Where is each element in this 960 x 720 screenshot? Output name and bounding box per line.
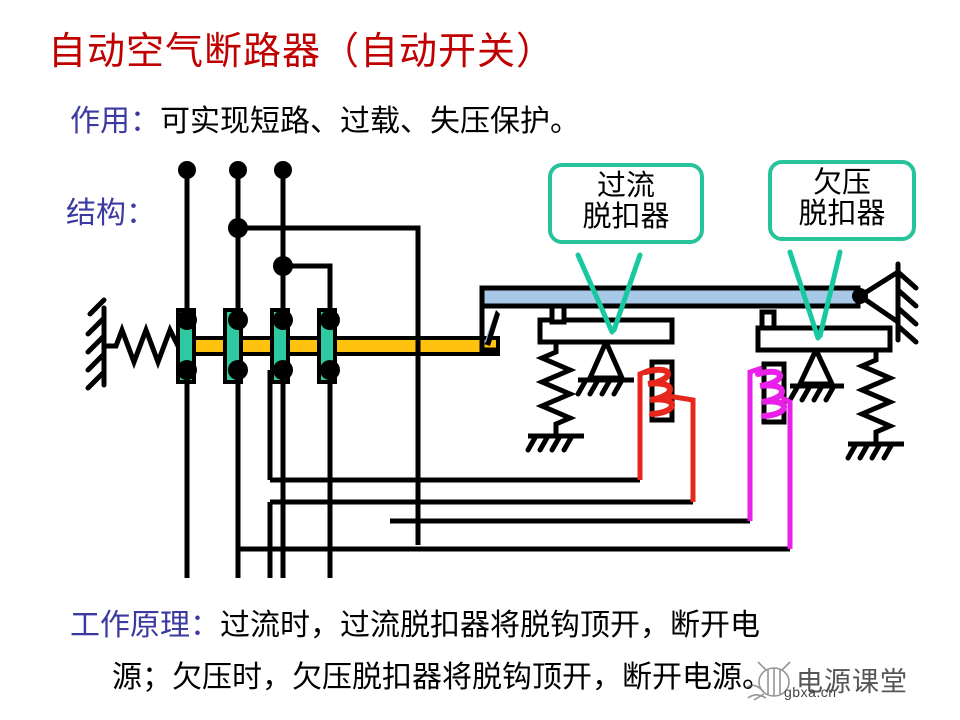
watermark-text: 电源课堂 bbox=[796, 667, 908, 697]
latch-hook bbox=[479, 290, 500, 353]
undervoltage-armature bbox=[755, 309, 904, 461]
structure-label: 结构： bbox=[66, 197, 156, 230]
watermark-bee-icon bbox=[745, 661, 791, 701]
use-label: 作用： bbox=[70, 105, 160, 138]
principle-text-2: 源；欠压时，欠压脱扣器将脱钩顶开，断开电源。 bbox=[112, 661, 772, 694]
callout-undervoltage-line1: 欠压 bbox=[812, 167, 871, 199]
callout-overcurrent-line2: 脱扣器 bbox=[582, 201, 670, 234]
lower-terminal-wires bbox=[177, 360, 340, 578]
upper-terminal-wires bbox=[177, 161, 421, 545]
undervoltage-release-coil bbox=[747, 361, 793, 549]
use-text: 可实现短路、过载、失压保护。 bbox=[160, 105, 580, 138]
principle-row-2: 源；欠压时，欠压脱扣器将脱钩顶开，断开电源。 bbox=[112, 652, 772, 696]
callout-pointer-overcurrent bbox=[575, 252, 643, 335]
coil-bus-wires bbox=[238, 370, 790, 578]
callout-undervoltage-release: 欠压 脱扣器 bbox=[768, 160, 916, 241]
principle-label: 工作原理： bbox=[70, 609, 220, 642]
callout-overcurrent-line1: 过流 bbox=[596, 170, 655, 202]
callout-overcurrent-release: 过流 脱扣器 bbox=[548, 163, 704, 244]
principle-row-1: 工作原理：过流时，过流脱扣器将脱钩顶开，断开电 bbox=[70, 600, 760, 644]
principle-text-1: 过流时，过流脱扣器将脱钩顶开，断开电 bbox=[220, 609, 760, 642]
watermark-url: gbxa.cn bbox=[784, 684, 837, 700]
wall-anchor-left bbox=[85, 297, 107, 391]
structure-row: 结构： bbox=[66, 188, 156, 232]
return-spring bbox=[104, 322, 184, 370]
overcurrent-release-coil bbox=[637, 359, 696, 502]
page-title: 自动空气断路器（自动开关） bbox=[48, 31, 556, 73]
use-row: 作用：可实现短路、过载、失压保护。 bbox=[70, 96, 580, 140]
callout-pointer-undervoltage bbox=[787, 249, 843, 341]
callout-undervoltage-line2: 脱扣器 bbox=[798, 198, 886, 231]
overcurrent-armature bbox=[525, 303, 675, 453]
pivot-bracket-right bbox=[852, 261, 919, 345]
